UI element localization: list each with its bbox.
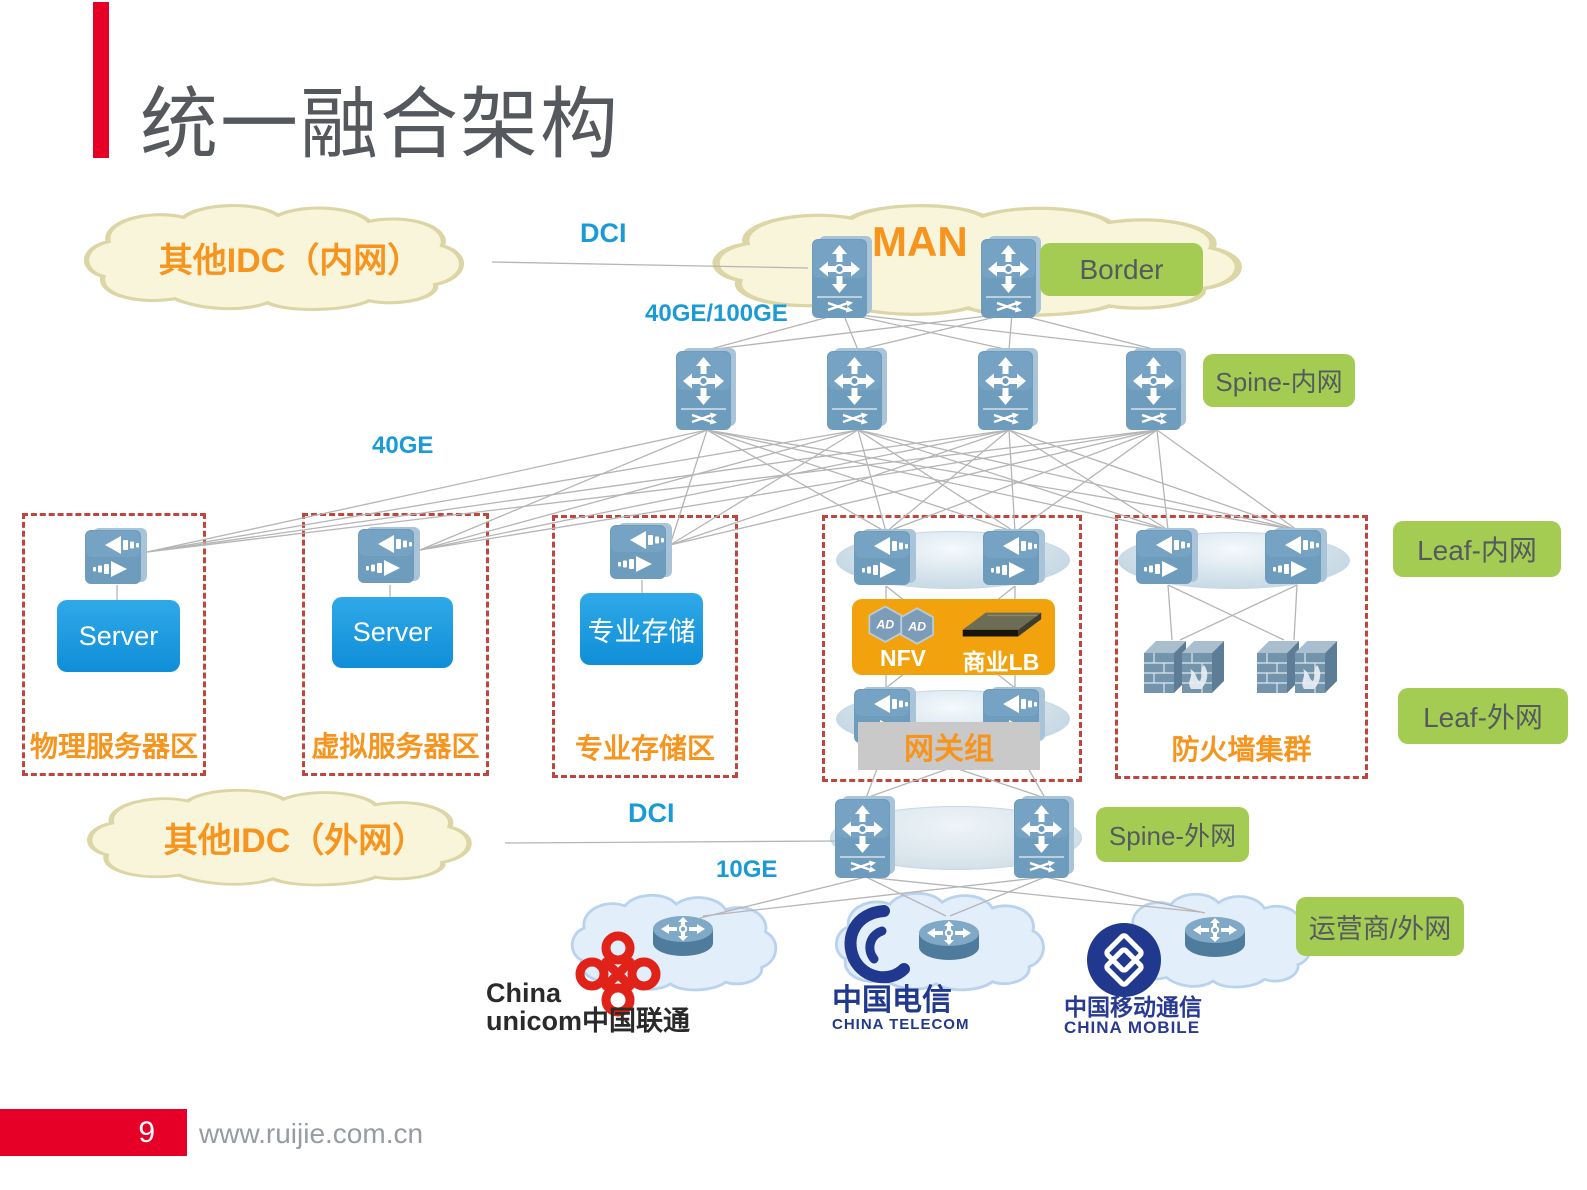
link-40ge-100ge-label: 40GE/100GE bbox=[645, 300, 788, 327]
dci-top-label: DCI bbox=[580, 218, 627, 248]
leaf-switch-icon bbox=[983, 529, 1045, 585]
spine-inner-1 bbox=[676, 348, 738, 435]
dci-bottom-label: DCI bbox=[628, 798, 675, 828]
outer-idc-cloud-label: 其他IDC（外网） bbox=[163, 821, 427, 860]
border-switch-2 bbox=[981, 236, 1043, 323]
leaf-switch-icon bbox=[358, 527, 420, 583]
leaf-storage bbox=[610, 523, 674, 586]
mobile-line2: CHINA MOBILE bbox=[1064, 1018, 1201, 1038]
carrier-router-icon bbox=[919, 920, 979, 960]
leaf-switch-icon bbox=[1265, 528, 1327, 584]
zone-gateway-group bbox=[822, 515, 1082, 782]
core-switch-icon bbox=[978, 348, 1038, 430]
carrier-router-mobile bbox=[1182, 910, 1248, 969]
leaf-gateway-1 bbox=[854, 529, 918, 592]
leaf-switch-icon bbox=[85, 528, 147, 584]
footer-url: www.ruijie.com.cn bbox=[199, 1118, 424, 1149]
footer-page-bar: 9 bbox=[0, 1109, 187, 1156]
lb-appliance-icon bbox=[962, 612, 1042, 637]
leaf-switch-icon bbox=[610, 523, 672, 579]
leaf-inner-label: Leaf-内网 bbox=[1393, 521, 1561, 577]
spine-inner-label: Spine-内网 bbox=[1203, 354, 1355, 407]
page-title: 统一融合架构 bbox=[140, 80, 621, 168]
spine-outer-label: Spine-外网 bbox=[1096, 807, 1249, 862]
carrier-router-telecom bbox=[916, 913, 982, 972]
carrier-router-icon bbox=[1185, 917, 1245, 957]
zone-storage: 专业存储区 bbox=[552, 515, 738, 778]
storage-box: 专业存储 bbox=[580, 593, 703, 665]
leaf-physical bbox=[85, 528, 149, 591]
leaf-firewall-1 bbox=[1136, 528, 1200, 591]
spine-outer-1 bbox=[835, 796, 897, 883]
china-telecom-logo-text: 中国电信 CHINA TELECOM bbox=[832, 984, 970, 1033]
china-telecom-swirl-icon bbox=[844, 905, 910, 984]
nfv-label: NFV bbox=[880, 645, 926, 671]
nfv-column: AD AD NFV bbox=[862, 603, 944, 672]
svg-text:AD: AD bbox=[907, 619, 926, 633]
china-unicom-knot-icon bbox=[575, 931, 661, 1017]
border-switch-1 bbox=[812, 236, 874, 323]
zone-firewall-cluster: 防火墙集群 bbox=[1115, 515, 1368, 779]
carrier-router-icon bbox=[653, 916, 713, 956]
firewall-cluster-2 bbox=[1253, 635, 1339, 702]
carrier-router-unicom bbox=[650, 909, 716, 968]
carrier-outer-label: 运营商/外网 bbox=[1296, 897, 1464, 956]
china-unicom-logo-text: China unicom中国联通 bbox=[486, 978, 691, 1036]
zone-storage-label: 专业存储区 bbox=[574, 733, 715, 764]
nfv-lb-box: AD AD NFV 商业LB bbox=[852, 599, 1055, 675]
border-label: Border bbox=[1040, 243, 1203, 296]
core-switch-icon bbox=[827, 348, 887, 430]
leaf-virtual bbox=[358, 527, 422, 590]
unicom-line1: China bbox=[486, 978, 562, 1008]
telecom-line1: 中国电信 bbox=[832, 984, 952, 1017]
gateway-group-box: 网关组 bbox=[858, 722, 1040, 770]
spine-inner-3 bbox=[978, 348, 1040, 435]
core-switch-icon bbox=[835, 796, 895, 878]
core-switch-icon bbox=[812, 236, 872, 318]
zone-physical-label: 物理服务器区 bbox=[29, 731, 198, 762]
lb-column: 商业LB bbox=[957, 603, 1045, 677]
leaf-firewall-2 bbox=[1265, 528, 1329, 591]
firewall-cluster-1 bbox=[1140, 635, 1226, 702]
unicom-line2: unicom中国联通 bbox=[486, 1005, 691, 1036]
server-box-physical: Server bbox=[57, 600, 180, 672]
link-40ge-label: 40GE bbox=[372, 432, 434, 459]
spine-outer-2 bbox=[1014, 796, 1076, 883]
core-switch-icon bbox=[676, 348, 736, 430]
core-switch-icon bbox=[1126, 348, 1186, 430]
leaf-switch-icon bbox=[1136, 528, 1198, 584]
leaf-switch-icon bbox=[854, 529, 916, 585]
man-label: MAN bbox=[872, 218, 968, 265]
china-mobile-logo-text: 中国移动通信 CHINA MOBILE bbox=[1064, 994, 1202, 1038]
link-10ge-label: 10GE bbox=[716, 856, 778, 883]
title-accent-bar bbox=[93, 2, 109, 158]
core-switch-icon bbox=[981, 236, 1041, 318]
firewall-icon bbox=[1144, 641, 1224, 693]
zone-physical-servers: 物理服务器区 bbox=[22, 513, 206, 776]
lb-label: 商业LB bbox=[962, 649, 1040, 675]
leaf-gateway-2 bbox=[983, 529, 1047, 592]
nfv-ad-hexagons-icon: AD AD bbox=[868, 605, 934, 645]
zone-firewall-label: 防火墙集群 bbox=[1171, 734, 1312, 765]
firewall-icon bbox=[1257, 641, 1337, 693]
page-number: 9 bbox=[138, 1115, 155, 1149]
server-box-virtual: Server bbox=[332, 597, 453, 668]
spine-inner-4 bbox=[1126, 348, 1188, 435]
spine-inner-2 bbox=[827, 348, 889, 435]
leaf-outer-label: Leaf-外网 bbox=[1398, 688, 1568, 744]
zone-virtual-label: 虚拟服务器区 bbox=[311, 731, 480, 762]
zone-virtual-servers: 虚拟服务器区 bbox=[302, 513, 489, 776]
inner-idc-cloud-label: 其他IDC（内网） bbox=[158, 241, 422, 280]
svg-text:AD: AD bbox=[875, 618, 894, 632]
core-switch-icon bbox=[1014, 796, 1074, 878]
mobile-line1: 中国移动通信 bbox=[1064, 994, 1202, 1020]
china-mobile-circle-icon bbox=[1087, 923, 1161, 997]
telecom-line2: CHINA TELECOM bbox=[832, 1015, 970, 1033]
